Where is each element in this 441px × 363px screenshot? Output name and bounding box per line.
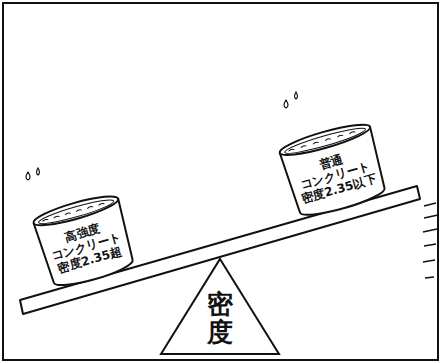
concrete-surface <box>283 124 367 157</box>
fulcrum-triangle-shape <box>161 259 279 354</box>
concrete-surface <box>37 196 115 227</box>
fulcrum-label: 密度 <box>207 290 233 347</box>
bucket-rim <box>277 119 372 160</box>
concrete-texture <box>288 131 355 151</box>
concrete-texture <box>42 203 104 222</box>
frame <box>3 3 438 360</box>
fulcrum-triangle: 密度 <box>160 259 280 355</box>
vibration-lines <box>423 203 438 278</box>
bucket-rim <box>31 191 120 231</box>
drip-marks <box>26 92 298 180</box>
